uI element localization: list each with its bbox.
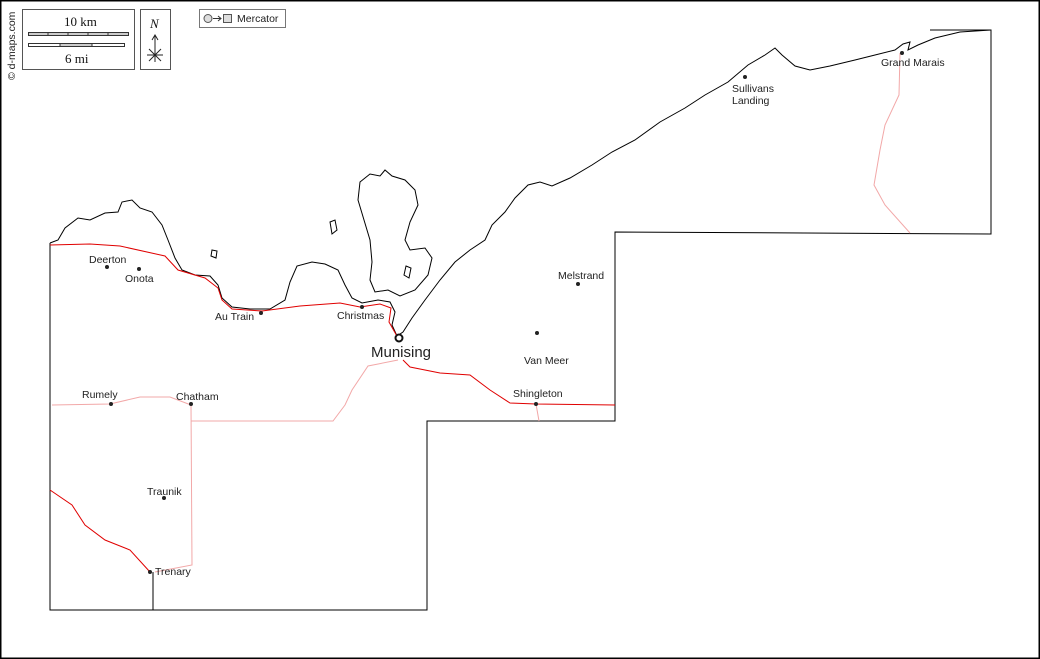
scale-mi-label: 6 mi [65,51,89,66]
town-dot [576,282,580,286]
town-dot [259,311,263,315]
town-dot [105,265,109,269]
town-dot [148,570,152,574]
north-arrow: N [140,9,171,70]
small-island [329,219,338,235]
town-dot [189,402,193,406]
town-markers [105,51,904,574]
town-dot [360,305,364,309]
minor-road [873,52,911,234]
major-road [402,359,616,406]
label-onota: Onota [125,273,154,285]
minor-road [51,396,193,573]
label-melstrand: Melstrand [558,270,604,282]
scale-bar: 10 km 6 mi [22,9,135,70]
town-dot [162,496,166,500]
label-van-meer: Van Meer [524,355,569,367]
town-dot [137,267,141,271]
label-rumely: Rumely [82,389,118,401]
town-dot [109,402,113,406]
projection-box: Mercator [199,9,286,28]
label-traunik: Traunik [147,486,182,498]
town-dot [900,51,904,55]
north-label: N [149,16,160,31]
major-road [49,243,399,339]
grand-island [357,169,433,297]
label-christmas: Christmas [337,310,384,322]
label-munising: Munising [371,344,431,361]
label-chatham: Chatham [176,391,219,403]
label-deerton: Deerton [89,254,127,266]
town-dot [535,331,539,335]
scale-km-label: 10 km [64,14,97,29]
label-shingleton: Shingleton [513,388,563,400]
minor-road [535,403,540,422]
credit: © d-maps.com [6,11,18,80]
town-dot [534,402,538,406]
small-island [210,249,218,259]
coastline [49,29,992,337]
munising-marker [394,333,404,343]
label-au-train: Au Train [215,311,254,323]
label-sullivans-landing: Sullivans [732,83,774,95]
minor-road [191,359,399,422]
major-road [49,489,151,573]
projection-label: Mercator [237,13,279,25]
small-island [403,265,412,279]
town-dot [743,75,747,79]
label-trenary: Trenary [155,566,192,578]
county-boundary [49,29,992,611]
label-sullivans-landing-2: Landing [732,95,770,107]
label-grand-marais: Grand Marais [881,57,945,69]
